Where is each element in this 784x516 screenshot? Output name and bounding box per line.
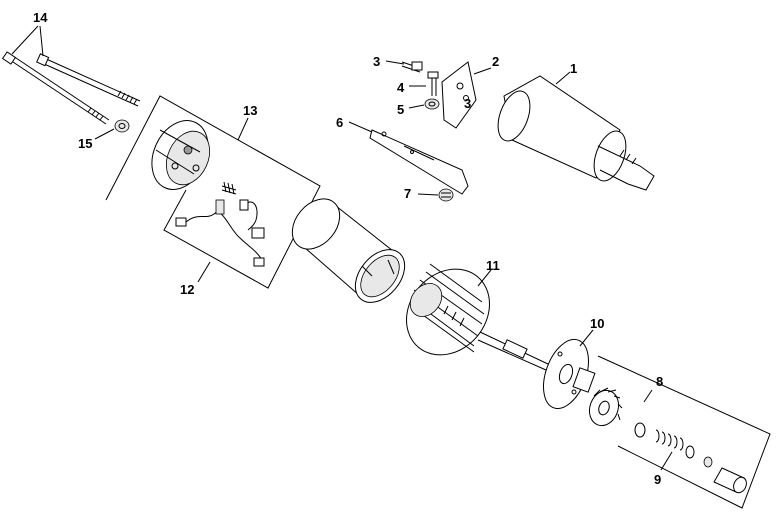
drive-kit-9 (634, 422, 747, 494)
leader-14b (39, 25, 44, 57)
callout-6: 6 (336, 115, 343, 130)
callout-12: 12 (180, 282, 194, 297)
end-cap-13 (151, 120, 211, 190)
brush-assembly-12 (175, 181, 265, 267)
screw-3 (401, 61, 423, 73)
nut-7 (438, 188, 454, 202)
callout-1: 1 (570, 61, 577, 76)
end-plate-10 (543, 338, 589, 410)
leader-1 (555, 71, 571, 85)
field-housing (291, 198, 406, 303)
callout-14: 14 (33, 10, 48, 25)
leader-2 (473, 67, 492, 75)
callout-13: 13 (243, 103, 257, 118)
armature-11 (406, 263, 549, 371)
leader-8 (643, 389, 653, 403)
leader-12 (197, 261, 211, 283)
bracket-stamp: 3 (464, 96, 471, 111)
leader-15 (94, 128, 115, 140)
nut-15 (114, 119, 130, 133)
bolt-4 (427, 71, 439, 96)
through-bolt-2 (36, 53, 141, 107)
drive-frame (597, 355, 771, 509)
callout-3: 3 (373, 54, 380, 69)
leader-9 (660, 451, 673, 471)
leader-5 (408, 104, 425, 109)
bracket-2: 3 (441, 61, 477, 129)
through-bolt-1 (1, 51, 110, 125)
washer-5 (424, 98, 440, 110)
leader-13 (237, 117, 249, 141)
leader-11 (477, 269, 492, 287)
leader-3 (385, 60, 405, 65)
callout-4: 4 (397, 80, 405, 95)
callout-8: 8 (656, 374, 663, 389)
callout-11: 11 (486, 258, 500, 273)
callout-2: 2 (492, 54, 499, 69)
callout-10: 10 (590, 316, 604, 331)
callout-15: 15 (78, 136, 92, 151)
callout-5: 5 (397, 102, 404, 117)
end-cap-frame (105, 95, 321, 289)
motor-housing-1 (497, 75, 655, 191)
drive-pinion-8 (572, 367, 623, 427)
callout-7: 7 (404, 186, 411, 201)
mounting-strap-6 (369, 129, 469, 195)
leader-10 (579, 329, 594, 347)
leader-7 (417, 193, 439, 196)
leader-6 (348, 121, 373, 133)
leader-14a (11, 25, 39, 55)
callout-9: 9 (654, 472, 661, 487)
